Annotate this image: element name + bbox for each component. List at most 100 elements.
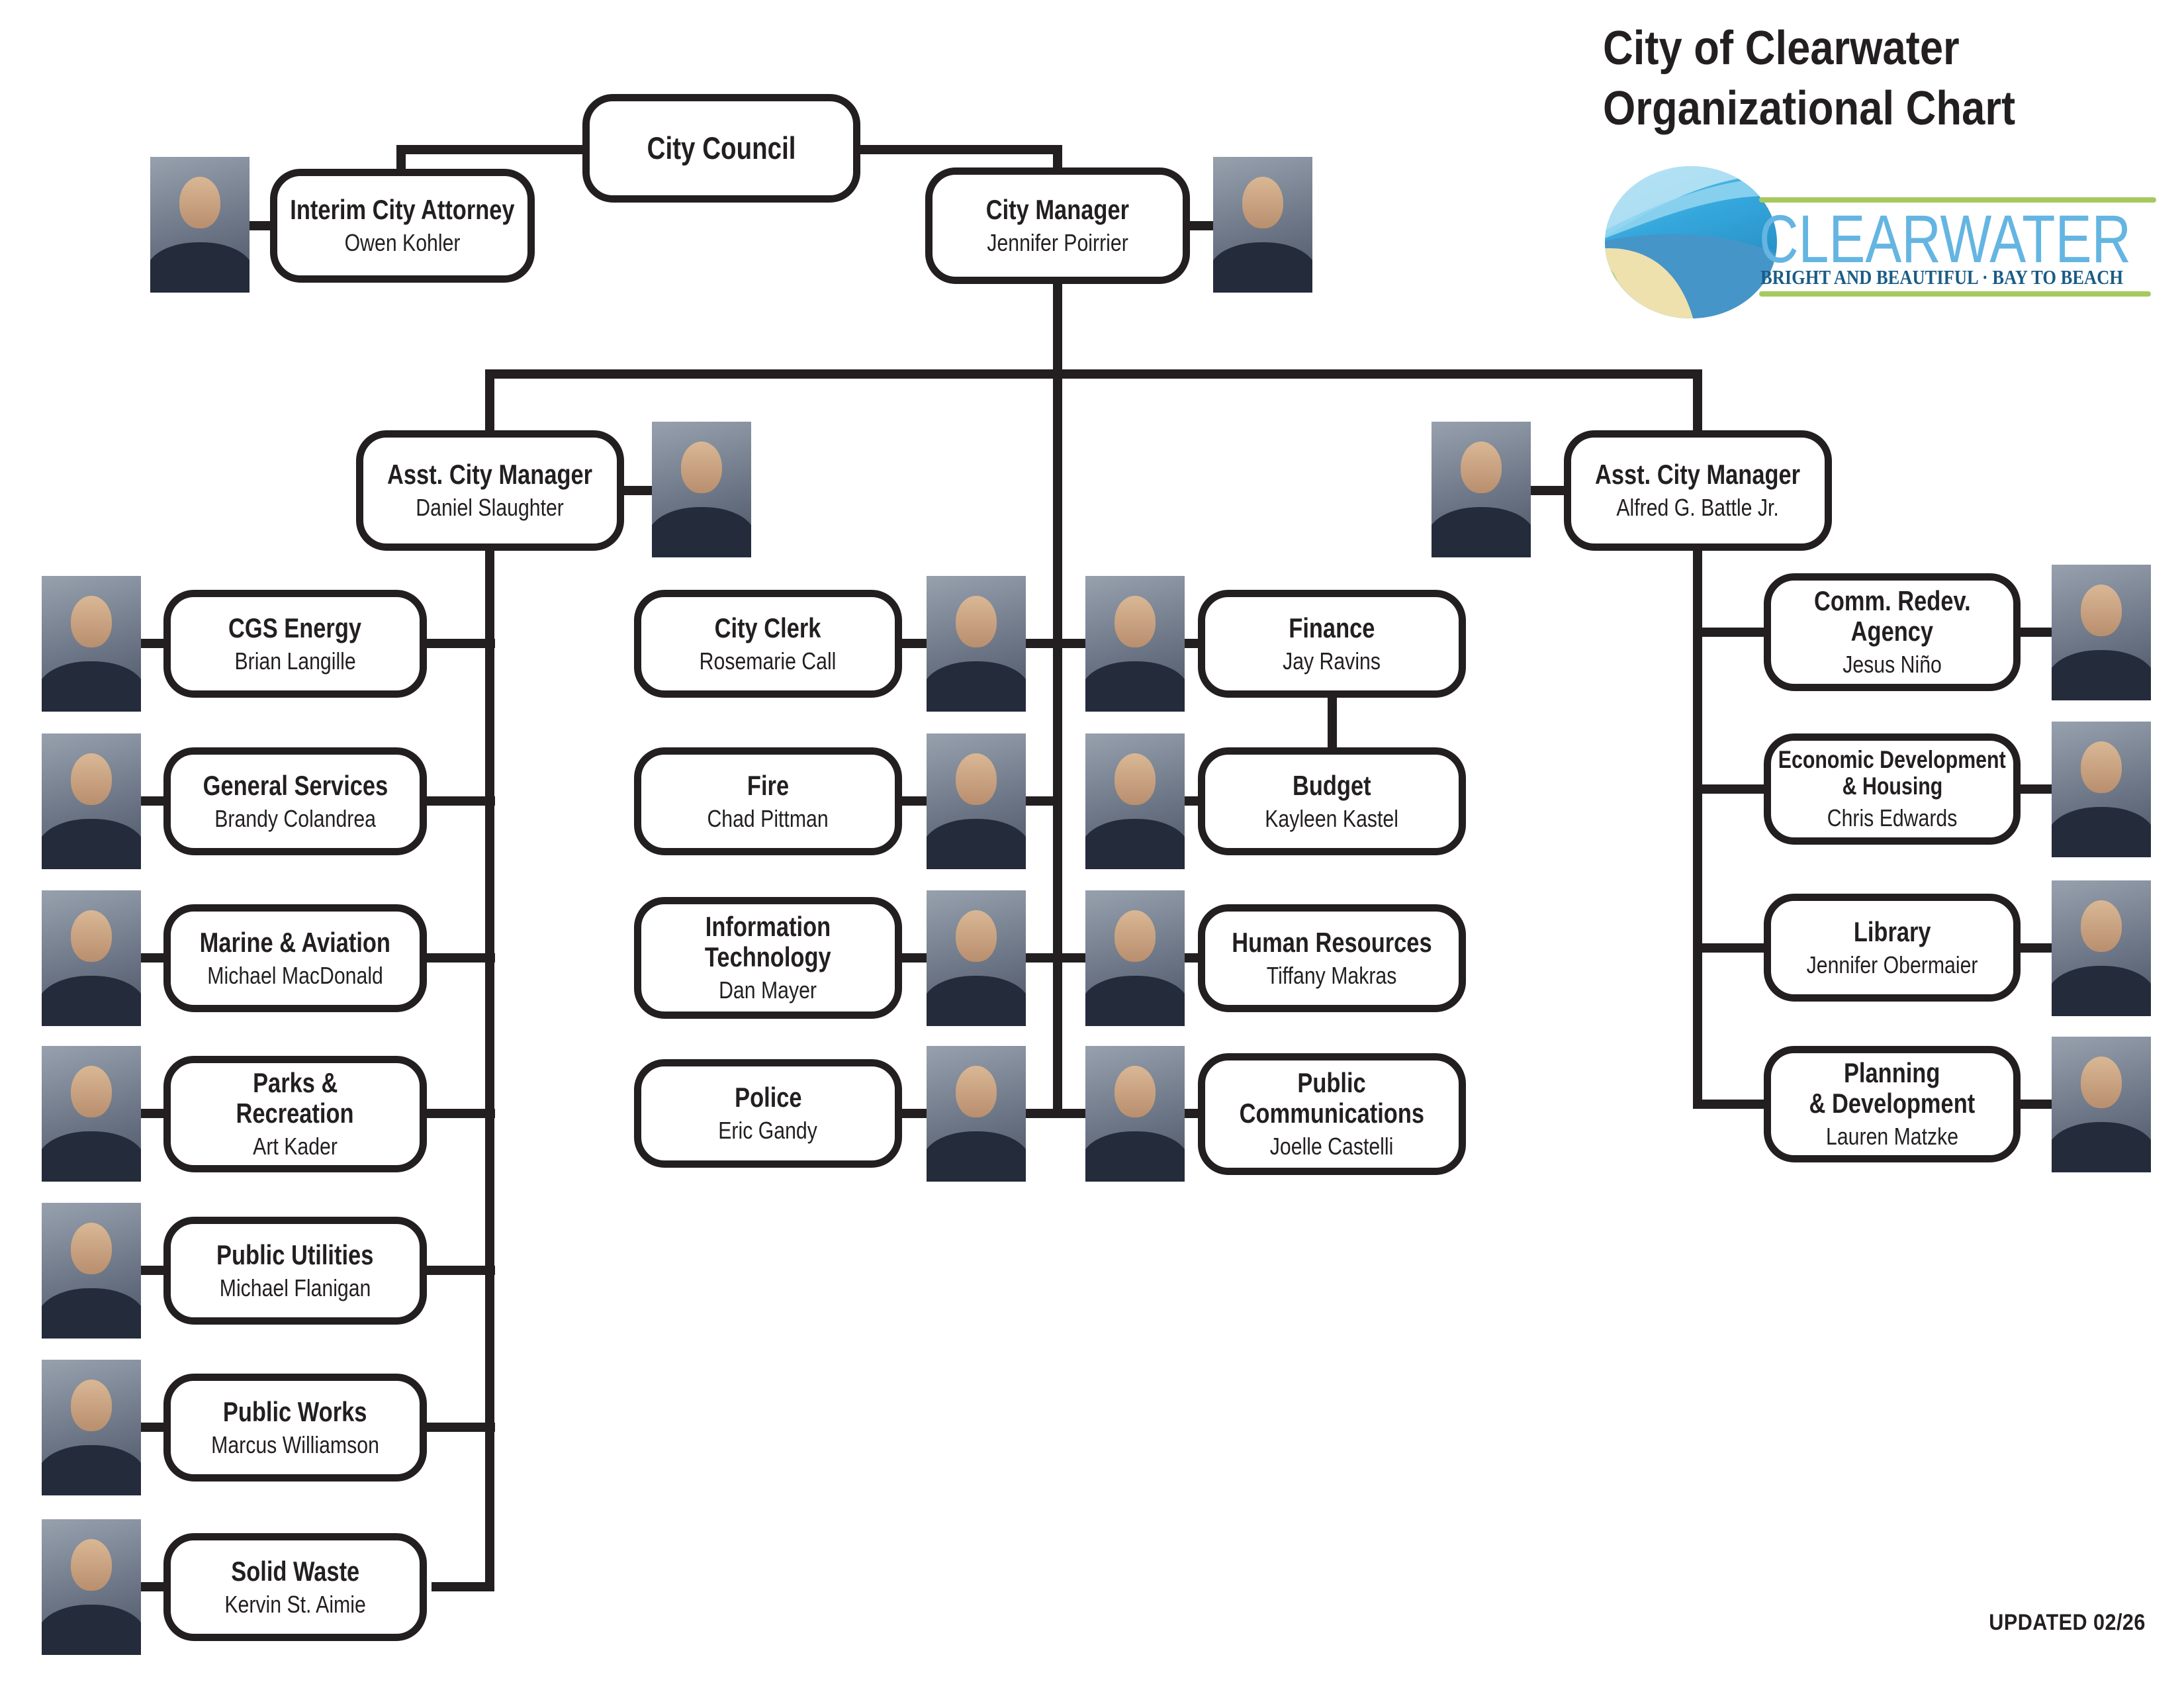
person-name: Kervin St. Aimie	[224, 1590, 366, 1618]
org-box-fire: Fire Chad Pittman	[634, 747, 902, 855]
photo-alfred-battle	[1432, 422, 1531, 557]
photo-marcus-williamson	[42, 1360, 141, 1495]
person-name: Marcus Williamson	[211, 1431, 379, 1458]
org-box-planning-development: Planning & Development Lauren Matzke	[1764, 1046, 2021, 1162]
photo-michael-macdonald	[42, 890, 141, 1026]
photo-chad-pittman	[927, 733, 1026, 869]
org-box-public-utilities: Public Utilities Michael Flanigan	[163, 1217, 427, 1325]
dept-title: General Services	[203, 769, 388, 801]
person-name: Chad Pittman	[707, 804, 829, 832]
org-box-asst-city-manager-left: Asst. City Manager Daniel Slaughter	[356, 430, 624, 551]
org-box-public-communications: Public Communications Joelle Castelli	[1198, 1053, 1466, 1175]
photo-kayleen-kastel	[1085, 733, 1185, 869]
photo-dan-mayer	[927, 890, 1026, 1026]
dept-title: Information	[705, 911, 831, 943]
dept-title: City Manager	[985, 194, 1130, 226]
updated-label: UPDATED 02/26	[1989, 1610, 2146, 1635]
org-box-marine-aviation: Marine & Aviation Michael MacDonald	[163, 904, 427, 1012]
photo-daniel-slaughter	[652, 422, 751, 557]
clearwater-logo: CLEARWATER BRIGHT AND BEAUTIFUL · BAY TO…	[1605, 166, 2156, 318]
dept-title-line2: & Development	[1809, 1088, 1976, 1119]
dept-title: Public Utilities	[216, 1239, 374, 1270]
photo-joelle-castelli	[1085, 1046, 1185, 1182]
photo-jay-ravins	[1085, 576, 1185, 712]
dept-title: Solid Waste	[231, 1555, 359, 1587]
dept-title: Public Works	[223, 1395, 367, 1427]
org-box-comm-redev-agency: Comm. Redev. Agency Jesus Niño	[1764, 573, 2021, 691]
photo-chris-edwards	[2052, 722, 2151, 857]
dept-title: City Council	[647, 130, 796, 166]
dept-title: Fire	[747, 769, 790, 801]
org-box-economic-development-housing: Economic Development & Housing Chris Edw…	[1764, 733, 2021, 845]
person-name: Lauren Matzke	[1825, 1123, 1959, 1151]
dept-title: Asst. City Manager	[1595, 459, 1801, 491]
person-name: Brandy Colandrea	[214, 804, 376, 832]
person-name: Kayleen Kastel	[1265, 804, 1399, 832]
page-title-line2: Organizational Chart	[1603, 81, 2016, 135]
org-box-public-works: Public Works Marcus Williamson	[163, 1374, 427, 1482]
logo-tagline: BRIGHT AND BEAUTIFUL · BAY TO BEACH	[1760, 265, 2123, 289]
person-name: Owen Kohler	[344, 229, 461, 257]
person-name: Michael Flanigan	[219, 1274, 371, 1301]
org-box-information-technology: Information Technology Dan Mayer	[634, 897, 902, 1019]
photo-art-kader	[42, 1046, 141, 1182]
dept-title: Police	[734, 1082, 802, 1113]
org-box-library: Library Jennifer Obermaier	[1764, 894, 2021, 1002]
dept-title: Parks &	[252, 1067, 338, 1099]
photo-eric-gandy	[927, 1046, 1026, 1182]
photo-jennifer-obermaier	[2052, 880, 2151, 1016]
dept-title-line2: Recreation	[236, 1098, 354, 1129]
person-name: Jennifer Poirrier	[987, 229, 1128, 257]
person-name: Art Kader	[253, 1133, 338, 1160]
org-box-city-council: City Council	[582, 94, 860, 203]
org-box-parks-recreation: Parks & Recreation Art Kader	[163, 1056, 427, 1172]
org-box-interim-city-attorney: Interim City Attorney Owen Kohler	[270, 169, 535, 283]
dept-title: CGS Energy	[228, 612, 362, 643]
person-name: Jay Ravins	[1283, 647, 1381, 675]
dept-title: Marine & Aviation	[199, 926, 391, 958]
org-box-cgs-energy: CGS Energy Brian Langille	[163, 590, 427, 698]
photo-brian-langille	[42, 576, 141, 712]
logo-green-line-bottom	[1759, 291, 2151, 297]
dept-title-line2: Communications	[1239, 1098, 1425, 1129]
dept-title: Economic Development	[1778, 745, 2006, 773]
person-name: Daniel Slaughter	[416, 494, 565, 522]
dept-title: Library	[1853, 916, 1931, 947]
dept-title: Planning	[1844, 1057, 1940, 1089]
person-name: Chris Edwards	[1827, 804, 1958, 831]
logo-wordmark: CLEARWATER	[1759, 201, 2131, 277]
org-box-asst-city-manager-right: Asst. City Manager Alfred G. Battle Jr.	[1564, 430, 1832, 551]
org-box-city-manager: City Manager Jennifer Poirrier	[925, 167, 1190, 284]
dept-title: Comm. Redev.	[1813, 585, 1971, 617]
dept-title: Asst. City Manager	[387, 459, 593, 491]
photo-tiffany-makras	[1085, 890, 1185, 1026]
person-name: Michael MacDonald	[207, 961, 383, 989]
dept-title: Interim City Attorney	[290, 194, 515, 226]
photo-brandy-colandrea	[42, 733, 141, 869]
photo-lauren-matzke	[2052, 1037, 2151, 1172]
photo-rosemarie-call	[927, 576, 1026, 712]
org-box-general-services: General Services Brandy Colandrea	[163, 747, 427, 855]
logo-oval	[1605, 166, 1777, 318]
person-name: Jennifer Obermaier	[1806, 951, 1978, 978]
page-title: City of Clearwater Organizational Chart	[1603, 19, 2015, 138]
photo-jennifer-poirrier	[1213, 157, 1312, 293]
dept-title: Human Resources	[1232, 926, 1432, 958]
person-name: Eric Gandy	[718, 1117, 818, 1145]
photo-owen-kohler	[150, 157, 250, 293]
person-name: Jesus Niño	[1843, 651, 1942, 679]
org-box-police: Police Eric Gandy	[634, 1059, 902, 1168]
org-box-finance: Finance Jay Ravins	[1198, 590, 1466, 698]
person-name: Brian Langille	[234, 647, 356, 675]
dept-title-line2: Agency	[1850, 616, 1934, 647]
logo-green-line-top	[1759, 197, 2156, 203]
person-name: Joelle Castelli	[1270, 1133, 1394, 1160]
org-box-budget: Budget Kayleen Kastel	[1198, 747, 1466, 855]
dept-title: Public	[1297, 1067, 1367, 1099]
org-box-solid-waste: Solid Waste Kervin St. Aimie	[163, 1533, 427, 1641]
photo-jesus-nino	[2052, 565, 2151, 700]
person-name: Dan Mayer	[719, 976, 817, 1004]
dept-title: Budget	[1293, 769, 1371, 801]
photo-kervin-st-aimie	[42, 1519, 141, 1655]
